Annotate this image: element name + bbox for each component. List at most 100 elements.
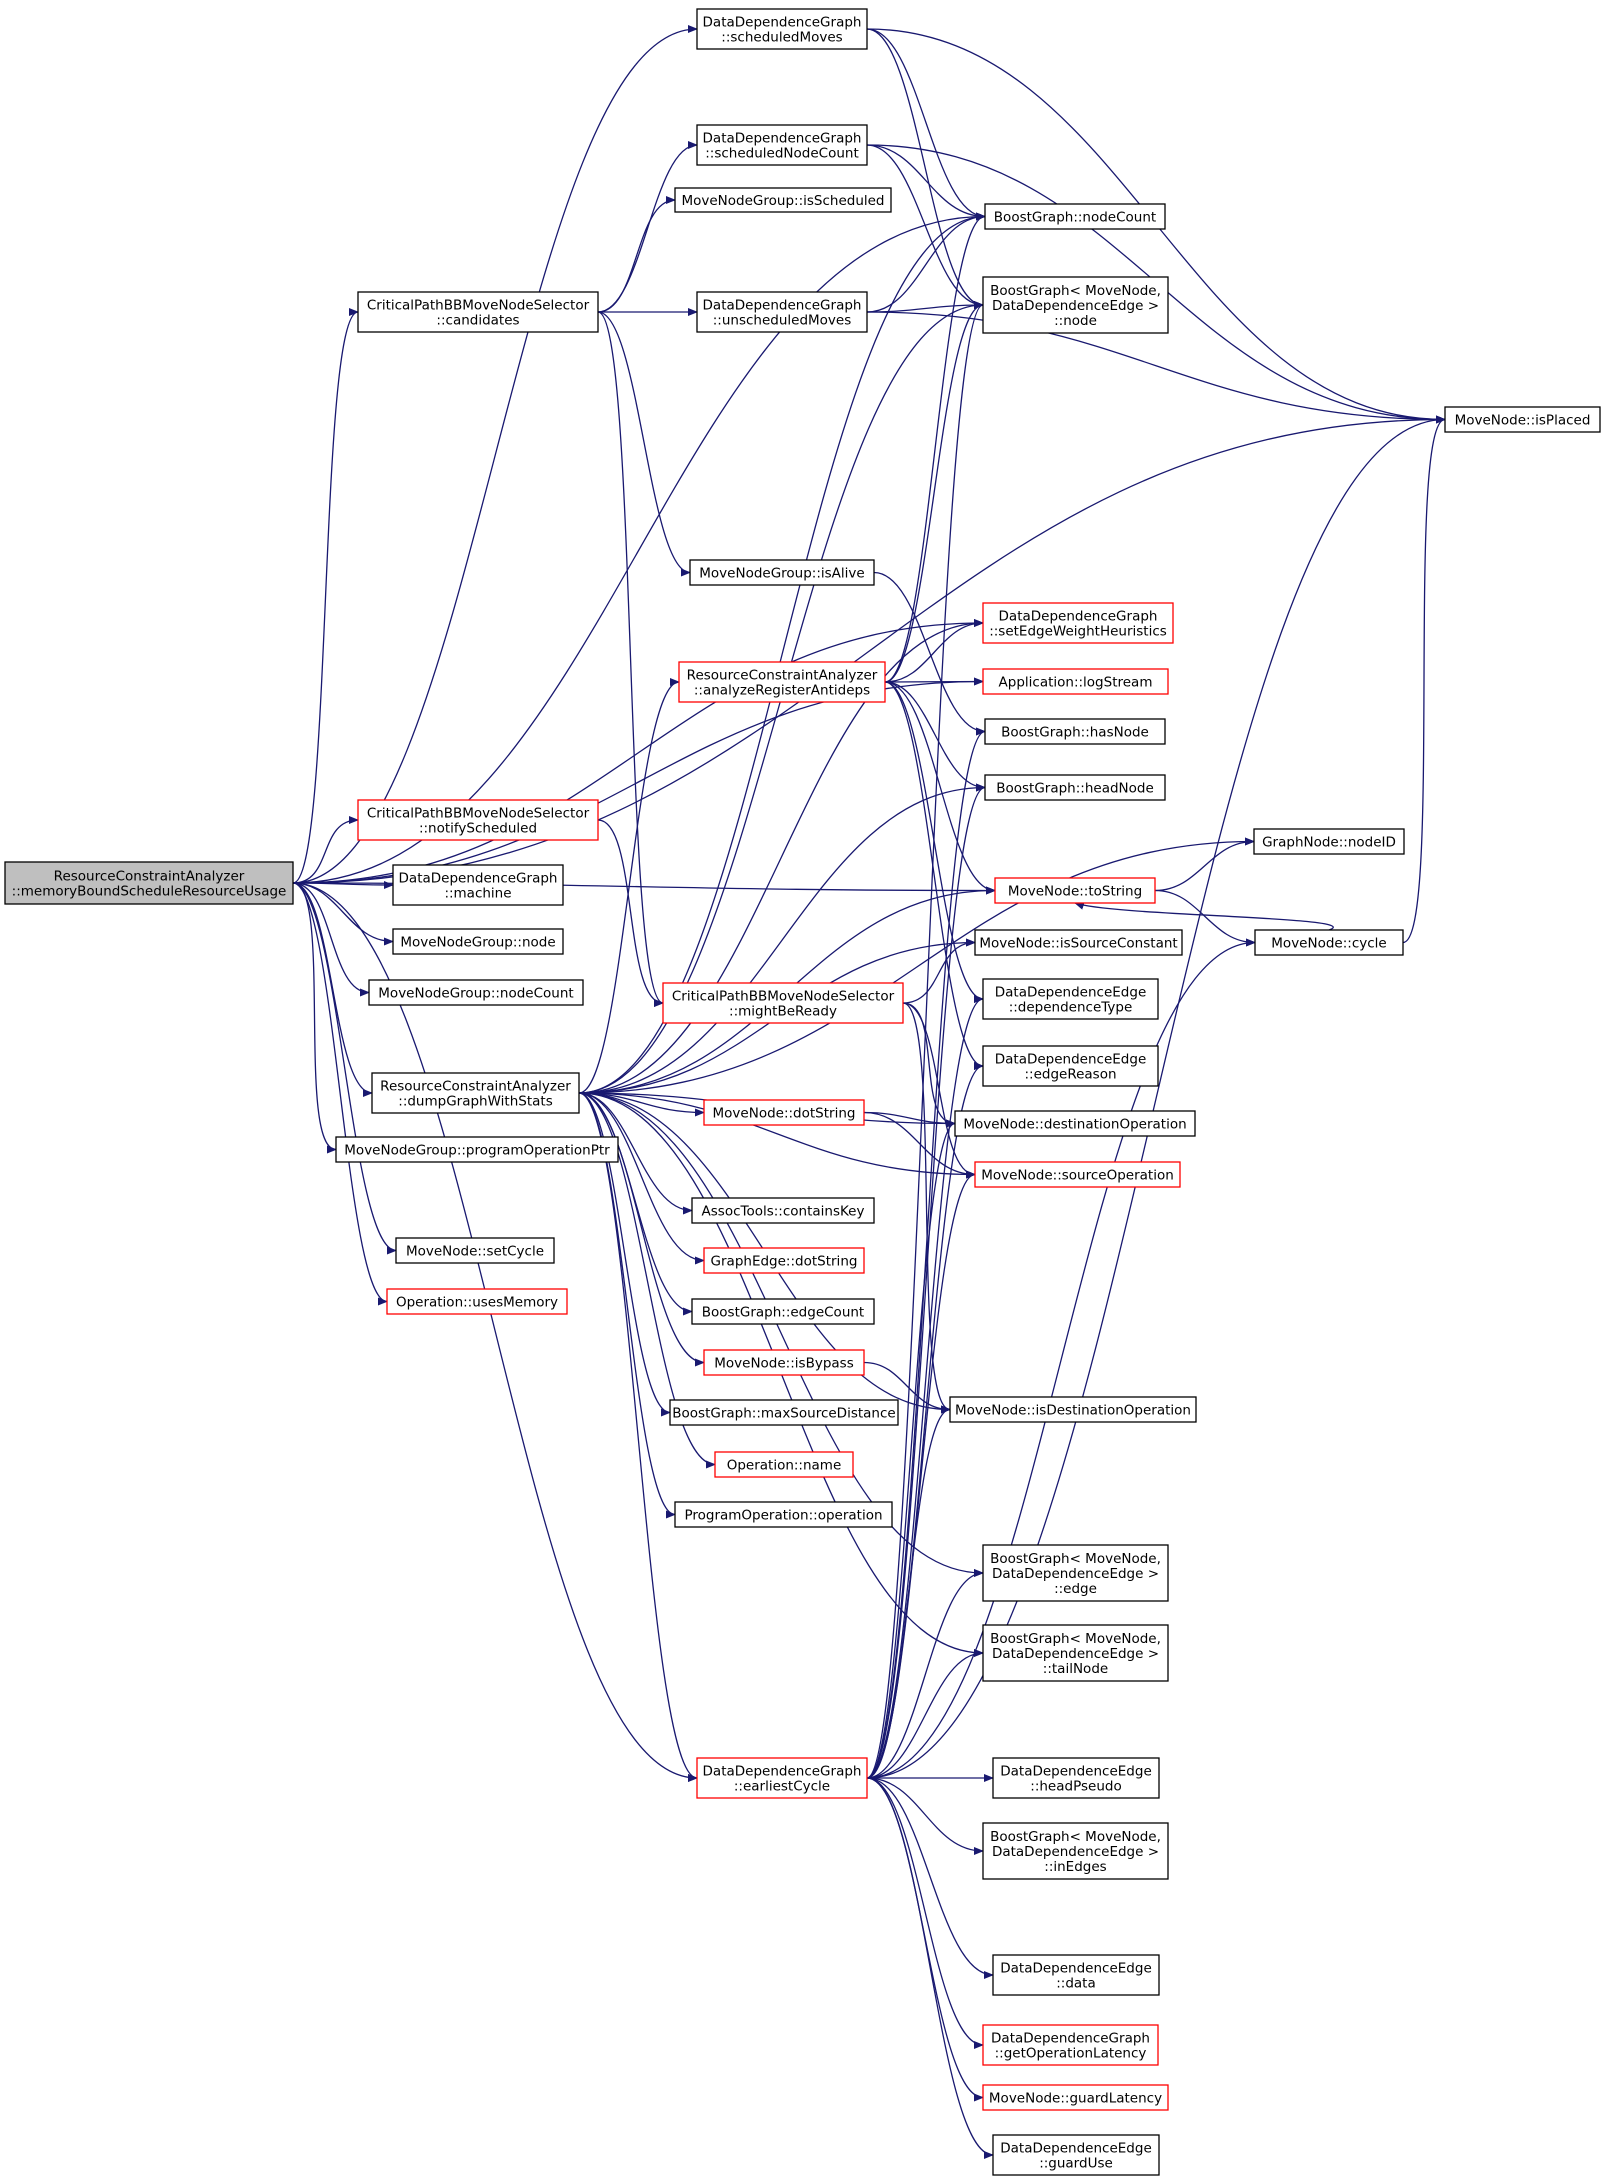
- node-bg-nodeCount[interactable]: BoostGraph::nodeCount: [984, 203, 1166, 230]
- node-mn-isSourceConstant[interactable]: MoveNode::isSourceConstant: [974, 929, 1183, 956]
- node-ddg-unscheduledMoves[interactable]: DataDependenceGraph::unscheduledMoves: [696, 291, 868, 333]
- node-po-operation[interactable]: ProgramOperation::operation: [674, 1501, 893, 1528]
- call-edge-path: [578, 1092, 698, 1782]
- node-mn-isBypass[interactable]: MoveNode::isBypass: [703, 1349, 865, 1376]
- node-label: MoveNode::destinationOperation: [963, 1117, 1186, 1133]
- node-box: [982, 276, 1169, 334]
- node-box: [4, 861, 294, 905]
- node-mng-nodeCount[interactable]: MoveNodeGroup::nodeCount: [368, 979, 584, 1006]
- call-edge: [292, 882, 370, 997]
- node-label: ::earliestCycle: [734, 1779, 830, 1795]
- node-app-logStream[interactable]: Application::logStream: [982, 668, 1169, 695]
- node-label: MoveNodeGroup::isAlive: [699, 566, 864, 582]
- node-at-containsKey[interactable]: AssocTools::containsKey: [691, 1197, 875, 1224]
- call-edge-path: [597, 196, 676, 313]
- call-edge: [578, 837, 1255, 1094]
- call-edge: [866, 1405, 951, 1779]
- node-op-name[interactable]: Operation::name: [714, 1451, 854, 1478]
- node-bg-tailNode[interactable]: BoostGraph< MoveNode,DataDependenceEdge …: [982, 1624, 1169, 1682]
- node-box: [984, 774, 1166, 801]
- node-mn-cycle[interactable]: MoveNode::cycle: [1254, 929, 1404, 956]
- call-edge-path: [597, 311, 691, 577]
- call-edge-path: [578, 1092, 705, 1265]
- node-ddg-earliestCycle[interactable]: DataDependenceGraph::earliestCycle: [696, 1757, 868, 1799]
- call-edge: [578, 1092, 716, 1469]
- node-label: Operation::name: [727, 1458, 842, 1474]
- node-dde-edgeReason[interactable]: DataDependenceEdge::edgeReason: [982, 1045, 1159, 1087]
- node-mng-node[interactable]: MoveNodeGroup::node: [392, 928, 564, 955]
- node-label: ::candidates: [436, 313, 519, 329]
- node-ddg-scheduledNodeCount[interactable]: DataDependenceGraph::scheduledNodeCount: [696, 124, 868, 166]
- call-edge: [578, 212, 986, 1094]
- node-dde-dependenceType[interactable]: DataDependenceEdge::dependenceType: [982, 978, 1159, 1020]
- node-dde-headPseudo[interactable]: DataDependenceEdge::headPseudo: [992, 1757, 1160, 1799]
- node-bg-edge[interactable]: BoostGraph< MoveNode,DataDependenceEdge …: [982, 1544, 1169, 1602]
- call-edge-path: [292, 212, 986, 884]
- node-box: [982, 2084, 1169, 2111]
- node-ddg-getOperationLatency[interactable]: DataDependenceGraph::getOperationLatency: [982, 2024, 1159, 2066]
- node-mn-isPlaced[interactable]: MoveNode::isPlaced: [1444, 406, 1601, 433]
- node-ge-dotString[interactable]: GraphEdge::dotString: [703, 1247, 865, 1274]
- node-ddg-setEdgeWeightHeuristics[interactable]: DataDependenceGraph::setEdgeWeightHeuris…: [982, 602, 1174, 644]
- node-dde-data[interactable]: DataDependenceEdge::data: [992, 1954, 1160, 1996]
- node-box: [368, 979, 584, 1006]
- node-ddg-scheduledMoves[interactable]: DataDependenceGraph::scheduledMoves: [696, 8, 868, 50]
- node-box: [386, 1288, 568, 1315]
- call-edge-path: [866, 1777, 994, 2159]
- call-edge: [578, 1092, 698, 1782]
- node-box: [662, 982, 904, 1024]
- node-bg-inEdges[interactable]: BoostGraph< MoveNode,DataDependenceEdge …: [982, 1822, 1169, 1880]
- node-cp-notifyScheduled[interactable]: CriticalPathBBMoveNodeSelector::notifySc…: [357, 799, 599, 841]
- node-mn-sourceOperation[interactable]: MoveNode::sourceOperation: [974, 1161, 1181, 1188]
- node-mn-guardLatency[interactable]: MoveNode::guardLatency: [982, 2084, 1169, 2111]
- node-gn-nodeID[interactable]: GraphNode::nodeID: [1253, 828, 1405, 855]
- node-box: [982, 1544, 1169, 1602]
- call-edge-path: [292, 882, 370, 997]
- call-edge: [292, 880, 394, 889]
- call-edge-path: [292, 25, 698, 884]
- node-label: BoostGraph::headNode: [996, 781, 1154, 797]
- node-ddg-machine[interactable]: DataDependenceGraph::machine: [392, 864, 564, 906]
- call-edge-path: [902, 938, 976, 1004]
- node-rca-dumpGraphWithStats[interactable]: ResourceConstraintAnalyzer::dumpGraphWit…: [371, 1072, 580, 1114]
- node-mn-toString[interactable]: MoveNode::toString: [994, 877, 1156, 904]
- call-edge: [578, 678, 680, 1094]
- node-bg-node[interactable]: BoostGraph< MoveNode,DataDependenceEdge …: [982, 276, 1169, 334]
- node-box: [335, 1136, 619, 1163]
- node-mn-setCycle[interactable]: MoveNode::setCycle: [395, 1237, 555, 1264]
- call-edge: [866, 727, 986, 1779]
- call-edge: [1154, 837, 1255, 892]
- node-label: BoostGraph::edgeCount: [702, 1305, 864, 1321]
- node-cp-candidates[interactable]: CriticalPathBBMoveNodeSelector::candidat…: [357, 291, 599, 333]
- call-edge: [292, 882, 394, 946]
- call-edge-path: [866, 1405, 951, 1779]
- node-bg-edgeCount[interactable]: BoostGraph::edgeCount: [691, 1298, 875, 1325]
- node-label: DataDependenceEdge >: [992, 1566, 1159, 1582]
- node-box: [696, 124, 868, 166]
- call-edge-path: [597, 141, 698, 313]
- node-mng-isAlive[interactable]: MoveNodeGroup::isAlive: [689, 559, 875, 586]
- call-edge: [902, 1002, 951, 1414]
- node-dde-guardUse[interactable]: DataDependenceEdge::guardUse: [992, 2134, 1160, 2176]
- node-mn-destinationOperation[interactable]: MoveNode::destinationOperation: [954, 1110, 1196, 1137]
- node-bg-hasNode[interactable]: BoostGraph::hasNode: [984, 718, 1166, 745]
- node-box: [669, 1399, 899, 1426]
- node-label: MoveNode::dotString: [713, 1106, 856, 1122]
- node-mn-isDestinationOperation[interactable]: MoveNode::isDestinationOperation: [949, 1396, 1197, 1423]
- node-mn-dotString[interactable]: MoveNode::dotString: [703, 1099, 865, 1126]
- node-bg-maxSourceDistance[interactable]: BoostGraph::maxSourceDistance: [669, 1399, 899, 1426]
- call-edge: [1402, 415, 1446, 944]
- node-root[interactable]: ResourceConstraintAnalyzer::memoryBoundS…: [4, 861, 294, 905]
- call-edge: [578, 783, 986, 1094]
- call-edge: [863, 1111, 976, 1179]
- node-label: ::edgeReason: [1024, 1067, 1116, 1083]
- node-rca-analyzeRegisterAntideps[interactable]: ResourceConstraintAnalyzer::analyzeRegis…: [678, 661, 886, 703]
- node-cp-mightBeReady[interactable]: CriticalPathBBMoveNodeSelector::mightBeR…: [662, 982, 904, 1024]
- call-edge: [866, 1777, 984, 2049]
- node-op-usesMemory[interactable]: Operation::usesMemory: [386, 1288, 568, 1315]
- node-mng-isScheduled[interactable]: MoveNodeGroup::isScheduled: [674, 187, 892, 213]
- call-edge: [578, 1092, 705, 1265]
- node-mng-programOperationPtr[interactable]: MoveNodeGroup::programOperationPtr: [335, 1136, 619, 1163]
- node-bg-headNode[interactable]: BoostGraph::headNode: [984, 774, 1166, 801]
